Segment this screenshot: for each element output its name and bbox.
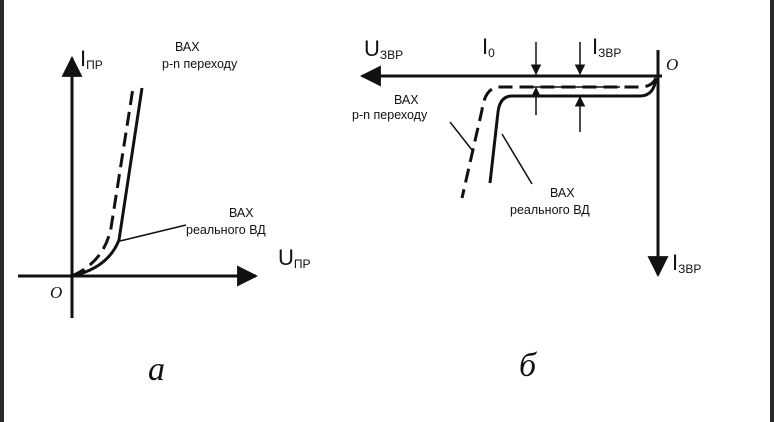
panel-b-i0-label: I0 bbox=[482, 34, 495, 60]
frame-right-border bbox=[770, 0, 774, 422]
panel-b-ideal-curve bbox=[460, 77, 658, 199]
panel-a-ideal-curve bbox=[71, 87, 135, 278]
panel-a-real-label-line1: ВАХ bbox=[229, 206, 254, 220]
frame-left-border bbox=[0, 0, 4, 422]
panel-b-real-leader bbox=[501, 133, 533, 185]
panel-b-izvr-label: IЗВР bbox=[592, 34, 621, 60]
panel-b-ideal-label-line1: ВАХ bbox=[394, 93, 419, 107]
panel-b-real-label-line1: ВАХ bbox=[550, 186, 575, 200]
panel-a-real-label-line2: реального ВД bbox=[186, 223, 266, 237]
panel-b-letter: б bbox=[519, 347, 538, 384]
panel-b-real-curve bbox=[488, 77, 658, 184]
panel-a-real-curve bbox=[71, 87, 144, 278]
panel-b-ideal-leader bbox=[449, 121, 473, 151]
panel-a-ideal-label-line1: ВАХ bbox=[175, 40, 200, 54]
panel-a-ideal-label-line2: p-n переходу bbox=[162, 57, 238, 71]
panel-a: IПР UПР O ВАХ p-n переходу ВАХ реального… bbox=[18, 40, 311, 388]
panel-b: UЗВР IЗВР O I0 IЗВР ВАХ p-n переходу ВАХ… bbox=[352, 34, 701, 384]
panel-b-real-label-line2: реального ВД bbox=[510, 203, 590, 217]
panel-a-y-axis-label: IПР bbox=[80, 46, 103, 72]
panel-b-x-axis-label: UЗВР bbox=[364, 36, 403, 62]
panel-b-ideal-label-line2: p-n переходу bbox=[352, 108, 428, 122]
panel-a-letter: а bbox=[148, 351, 165, 388]
panel-b-y-axis-label: IЗВР bbox=[672, 250, 701, 276]
panel-a-x-axis-label: UПР bbox=[278, 245, 311, 271]
panel-b-origin-label: O bbox=[666, 55, 678, 74]
panel-a-real-leader bbox=[119, 224, 187, 242]
panel-a-origin-label: O bbox=[50, 283, 62, 302]
